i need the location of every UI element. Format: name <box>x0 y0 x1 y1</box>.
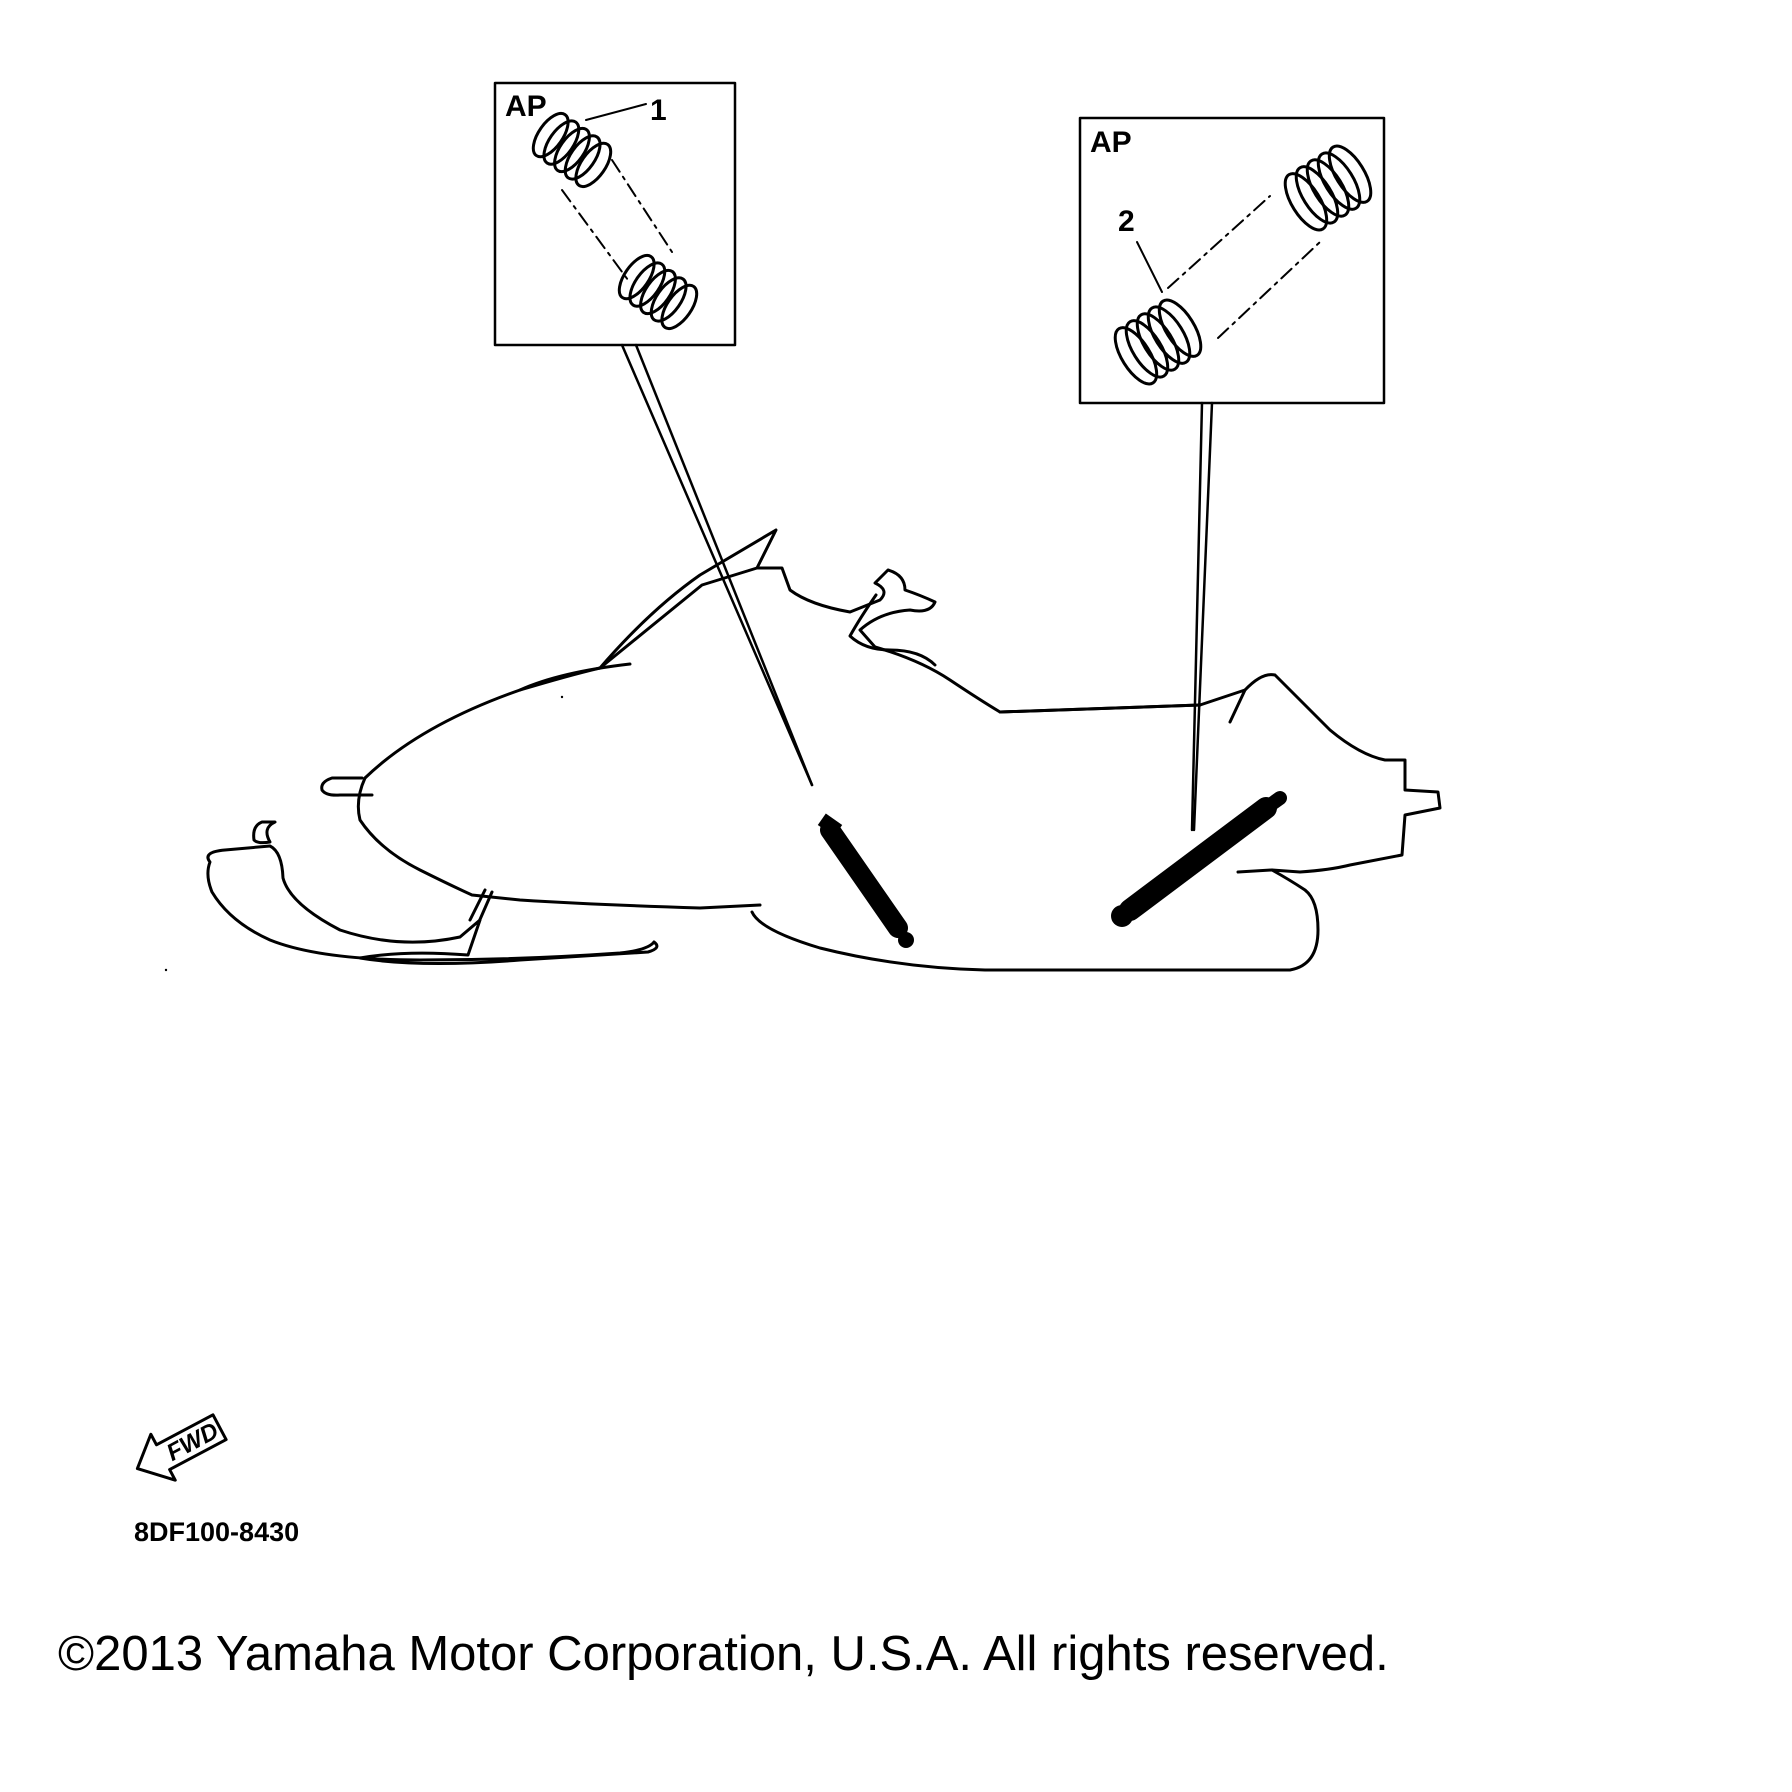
diagram-code: 8DF100-8430 <box>134 1517 299 1547</box>
windshield <box>598 566 759 670</box>
seat <box>998 703 1202 714</box>
inset-left-leader <box>585 103 647 121</box>
inset-right-callout: 2 <box>1118 205 1135 238</box>
forward-arrow-icon: FWD <box>135 1413 228 1482</box>
spring-1-lower-icon <box>617 253 699 331</box>
cowl-line <box>518 662 632 692</box>
spring-2-upper-icon <box>1283 144 1373 232</box>
inset-left-guide-1 <box>561 189 629 281</box>
ski <box>252 820 277 845</box>
tunnel-top <box>1236 868 1274 874</box>
inset-right-label: AP <box>1090 126 1132 159</box>
inset-right-guide-2 <box>1217 241 1321 339</box>
inset-right-guide-1 <box>1167 195 1271 289</box>
ski-body <box>206 844 659 966</box>
front-shock-absorber <box>817 813 914 948</box>
rear-shock-absorber <box>1111 791 1287 927</box>
inset-right-pointer-a <box>1190 401 1204 832</box>
inset-left-frame <box>493 81 737 347</box>
inset-left-pointer-b <box>634 343 814 787</box>
nose-underside <box>356 776 762 910</box>
snowmobile-outline <box>206 528 1442 972</box>
handlebar <box>848 593 937 667</box>
inset-left-callout: 1 <box>650 94 667 127</box>
inset-right-leader <box>1136 241 1163 293</box>
copyright-notice: ©2013 Yamaha Motor Corporation, U.S.A. A… <box>58 1627 1389 1681</box>
inset-left-guide-2 <box>611 159 673 253</box>
inset-right-frame <box>1078 116 1386 405</box>
inset-right-pointer-b <box>1192 401 1214 832</box>
scan-speck <box>560 695 564 699</box>
spring-2-lower-icon <box>1113 298 1203 386</box>
rear-flap <box>1228 688 1247 724</box>
nose-bumper <box>320 776 374 797</box>
inset-left: AP 1 <box>493 81 737 347</box>
inset-right: AP 2 <box>1078 116 1386 405</box>
hood <box>363 528 1442 972</box>
scan-speck-2 <box>164 968 168 972</box>
inset-left-label: AP <box>505 90 547 123</box>
